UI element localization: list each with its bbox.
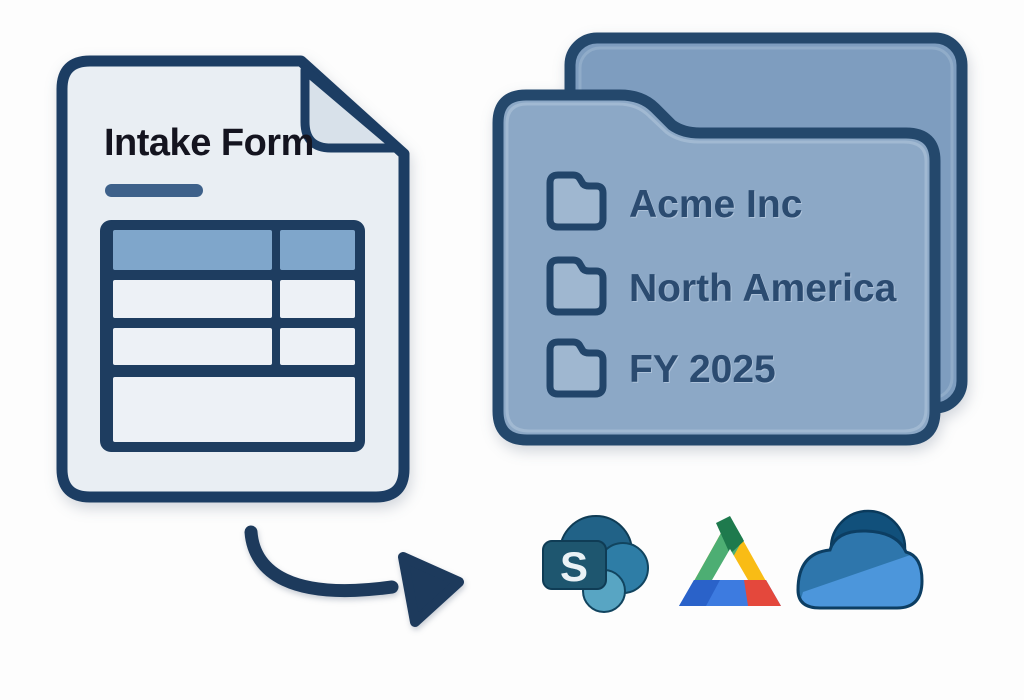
- table-header-cell-right: [280, 230, 355, 270]
- drive-white-center: [712, 549, 748, 580]
- form-table: [100, 220, 365, 452]
- arrow-shaft: [244, 525, 399, 597]
- table-cell: [280, 280, 355, 318]
- arrow-head: [398, 552, 464, 627]
- front-folder-icon: [492, 89, 941, 446]
- table-cell-merged: [113, 377, 355, 442]
- drive-red-corner: [744, 580, 781, 606]
- table-cell: [280, 328, 355, 365]
- table-header-cell-left: [113, 230, 272, 270]
- folder-label-fiscal-year: FY 2025: [629, 348, 776, 391]
- drive-dark-blue-corner: [679, 580, 720, 606]
- drive-dark-green-apex: [716, 516, 744, 554]
- sharepoint-badge: [542, 540, 607, 590]
- onedrive-cloud-light: [798, 550, 922, 608]
- mini-folder-icon: [546, 171, 607, 231]
- folder-label-acme: Acme Inc: [629, 183, 803, 226]
- sharepoint-badge-letter: S: [560, 543, 588, 590]
- table-cell: [113, 280, 272, 318]
- document-title: Intake Form: [104, 122, 314, 164]
- table-cell: [113, 328, 272, 365]
- title-underline-bar: [105, 184, 203, 197]
- mini-folder-icons: [546, 171, 607, 394]
- front-folder-bevel: [505, 102, 928, 433]
- document-fold-icon: [300, 65, 402, 153]
- folder-label-region: North America: [629, 267, 897, 310]
